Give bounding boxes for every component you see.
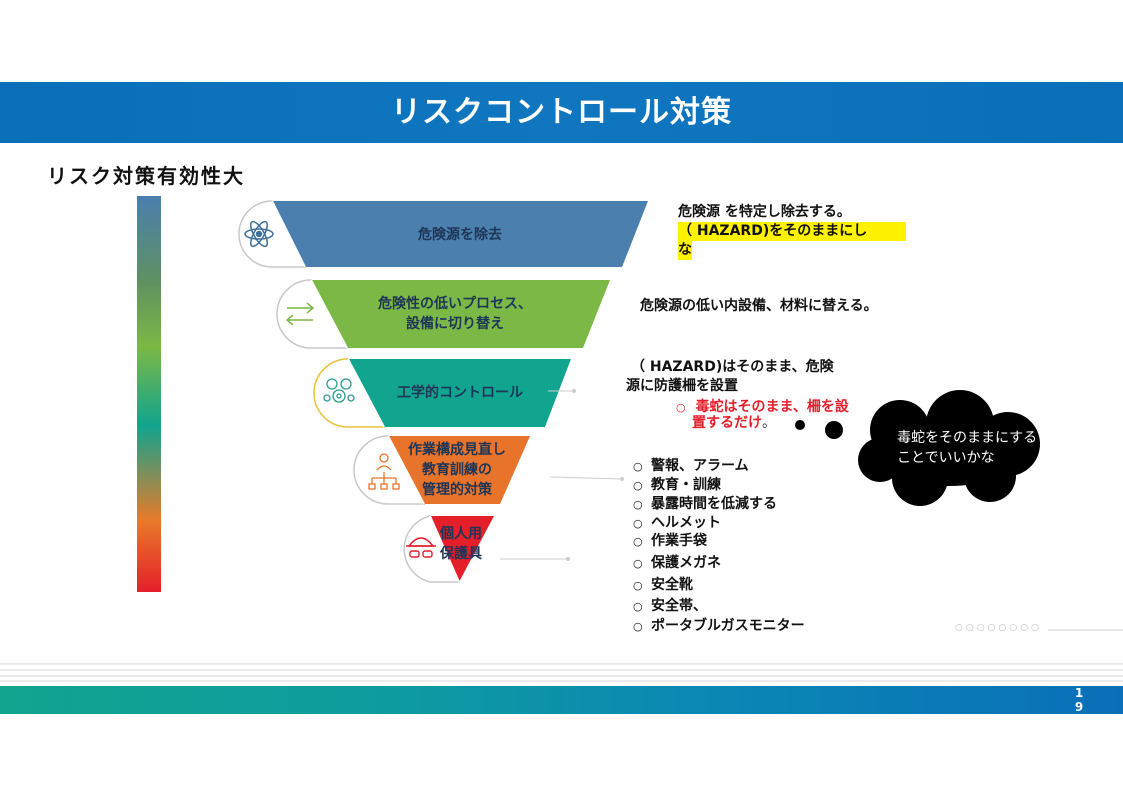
list-item: ○ポータブルガスモニター xyxy=(633,618,805,634)
footer-rules xyxy=(0,663,1123,682)
level-2-substitute xyxy=(276,279,610,349)
level-2-band xyxy=(311,280,610,348)
gear-group-icon xyxy=(323,378,355,403)
list-item: ○保護メガネ xyxy=(633,555,721,571)
footer-bar xyxy=(0,686,1123,714)
note-engineering-sub: ○ 毒蛇はそのまま、柵を設 xyxy=(676,399,849,415)
decorative-dots: ○○○○○○○○ xyxy=(955,623,1042,633)
level-4-band xyxy=(388,436,530,504)
level-3-engineering xyxy=(313,358,571,428)
level-4-administrative xyxy=(353,435,530,505)
note-engineering-sub-line2-wrap: 置するだけ。 xyxy=(692,414,776,433)
note-eliminate-line2: （ HAZARD)をそのままにし xyxy=(678,222,906,241)
list-item: ○暴露時間を低減する xyxy=(633,496,777,512)
level-2-label: 危険性の低いプロセス、 設備に切り替え xyxy=(378,296,532,332)
hardhat-goggles-icon xyxy=(406,537,436,558)
level-5-band xyxy=(430,516,494,582)
note-engineering-sub-tail: 。 xyxy=(762,415,776,431)
note-substitute: 危険源の低い内設備、材料に替える。 xyxy=(640,298,878,314)
page-number: 19 xyxy=(1074,686,1084,714)
level-5-label: 個人用 保護具 xyxy=(440,526,482,562)
level-1-label: 危険源を除去 xyxy=(418,227,502,243)
worker-hierarchy-icon xyxy=(368,453,400,490)
effectiveness-heading: リスク対策有効性大 xyxy=(47,164,245,188)
level-3-band xyxy=(348,359,571,427)
list-item: ○安全帯、 xyxy=(633,598,707,614)
note-engineering-sub-line1: 毒蛇はそのまま、柵を設 xyxy=(695,399,849,415)
note-engineering-line2: 源に防護柵を設置 xyxy=(626,378,738,394)
level-5-ppe xyxy=(403,515,494,583)
thought-cloud xyxy=(795,390,1040,506)
note-eliminate-line1: 危険源 を特定し除去する。 xyxy=(678,204,851,220)
list-item: ○ヘルメット xyxy=(633,515,721,531)
level-1-eliminate xyxy=(238,200,648,268)
thought-cloud-text: 毒蛇をそのままにすることでいいかな xyxy=(897,430,1038,466)
atom-icon xyxy=(244,220,274,248)
level-4-label: 作業構成見直し 教育訓練の 管理的対策 xyxy=(408,442,506,498)
level-1-band xyxy=(272,201,648,267)
admin-ppe-list: ○警報、アラーム ○教育・訓練 ○暴露時間を低減する ○ヘルメット ○作業手袋 … xyxy=(633,457,805,636)
list-item: ○警報、アラーム xyxy=(633,458,749,474)
note-engineering-line1: （ HAZARD)はそのまま、危険 xyxy=(631,359,834,375)
list-item: ○教育・訓練 xyxy=(633,477,721,493)
effectiveness-scale-bar xyxy=(137,196,161,592)
list-item: ○安全靴 xyxy=(633,577,693,593)
note-eliminate-line3: な xyxy=(678,241,692,260)
list-item: ○作業手袋 xyxy=(633,533,707,549)
connector-lines xyxy=(500,390,1123,631)
swap-arrows-icon xyxy=(285,302,315,326)
note-engineering-sub-line2: 置するだけ xyxy=(692,415,762,431)
level-3-label: 工学的コントロール xyxy=(397,385,523,401)
title-bar xyxy=(0,82,1123,143)
slide-title: リスクコントロール対策 xyxy=(391,95,732,130)
